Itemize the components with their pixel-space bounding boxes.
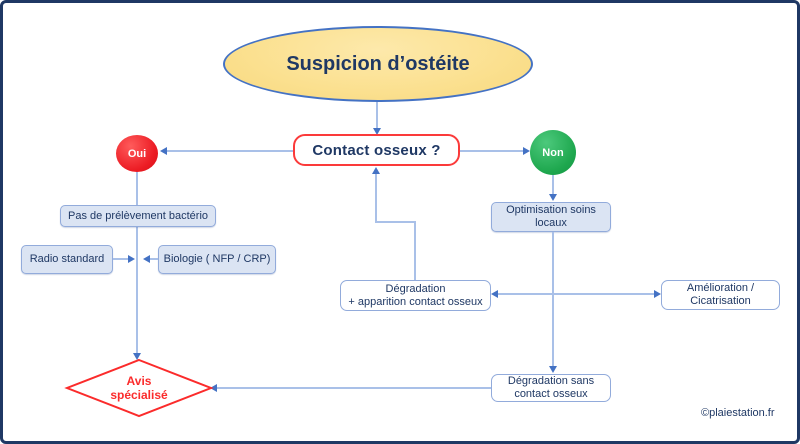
contact-osseux-box: Contact osseux ? — [293, 134, 460, 166]
amelioration-line1: Amélioration / — [686, 282, 755, 294]
avis-line1: Avis — [126, 374, 152, 388]
connector-non-to-optimisation — [552, 175, 554, 196]
box-biologie: Biologie ( NFP / CRP) — [158, 245, 276, 274]
question-label: Contact osseux ? — [312, 141, 441, 159]
amelioration-line2: Cicatrisation — [690, 295, 751, 307]
arrowhead-right-icon — [654, 290, 661, 298]
connector-question-to-non — [460, 150, 524, 152]
arrowhead-left-icon — [143, 255, 150, 263]
arrowhead-left-icon — [491, 290, 498, 298]
title-label: Suspicion d’ostéite — [286, 52, 470, 75]
arrowhead-up-icon — [372, 167, 380, 174]
connector-elbow-horizontal — [375, 221, 416, 223]
arrowhead-down-icon — [373, 128, 381, 135]
connector-question-to-oui — [166, 150, 293, 152]
degradation-sans-line2: contact osseux — [514, 388, 588, 400]
non-label: Non — [542, 146, 564, 159]
arrowhead-left-icon — [160, 147, 167, 155]
avis-line2: spécialisé — [110, 388, 168, 402]
connector-title-to-question — [376, 102, 378, 129]
diamond-shape — [64, 358, 214, 418]
degradation-apparition-line1: Dégradation — [385, 282, 446, 295]
optimisation-line1: Optimisation soins — [506, 204, 596, 216]
oui-circle: Oui — [116, 135, 158, 172]
box-optimisation-soins: Optimisation soins locaux — [491, 202, 611, 232]
box-degradation-sans: Dégradation sans contact osseux — [491, 374, 611, 402]
box-amelioration: Amélioration / Cicatrisation — [661, 280, 780, 310]
arrowhead-right-icon — [128, 255, 135, 263]
suspicion-osteite-ellipse: Suspicion d’ostéite — [223, 26, 533, 102]
arrowhead-down-icon — [549, 366, 557, 373]
connector-elbow-vertical1 — [414, 221, 416, 280]
pas-prelevement-label: Pas de prélèvement bactério — [67, 209, 209, 222]
radio-label: Radio standard — [29, 253, 105, 265]
box-degradation-apparition: Dégradation + apparition contact osseux — [340, 280, 491, 311]
connector-biologie — [149, 258, 158, 260]
connector-degradation-amelioration — [497, 293, 656, 295]
optimisation-line2: locaux — [535, 217, 567, 229]
connector-degradation-sans-to-avis — [217, 387, 491, 389]
connector-radio — [113, 258, 130, 260]
non-circle: Non — [530, 130, 576, 175]
arrowhead-down-icon — [549, 194, 557, 201]
connector-elbow-vertical2 — [375, 173, 377, 223]
oui-label: Oui — [127, 147, 147, 160]
diamond-avis-specialise: Avis spécialisé — [64, 358, 214, 418]
arrowhead-right-icon — [523, 147, 530, 155]
degradation-sans-line1: Dégradation sans — [507, 375, 595, 387]
connector-oui-to-avis — [136, 172, 138, 355]
degradation-apparition-line2: + apparition contact osseux — [348, 295, 483, 308]
box-radio-standard: Radio standard — [21, 245, 113, 274]
avis-label: Avis spécialisé — [64, 358, 214, 418]
connector-optimisation-to-degradation-sans — [552, 232, 554, 368]
copyright-text: ©plaiestation.fr — [701, 407, 775, 419]
box-pas-prelevement: Pas de prélèvement bactério — [60, 205, 216, 227]
biologie-label: Biologie ( NFP / CRP) — [163, 253, 271, 265]
arrowhead-down-icon — [133, 353, 141, 360]
